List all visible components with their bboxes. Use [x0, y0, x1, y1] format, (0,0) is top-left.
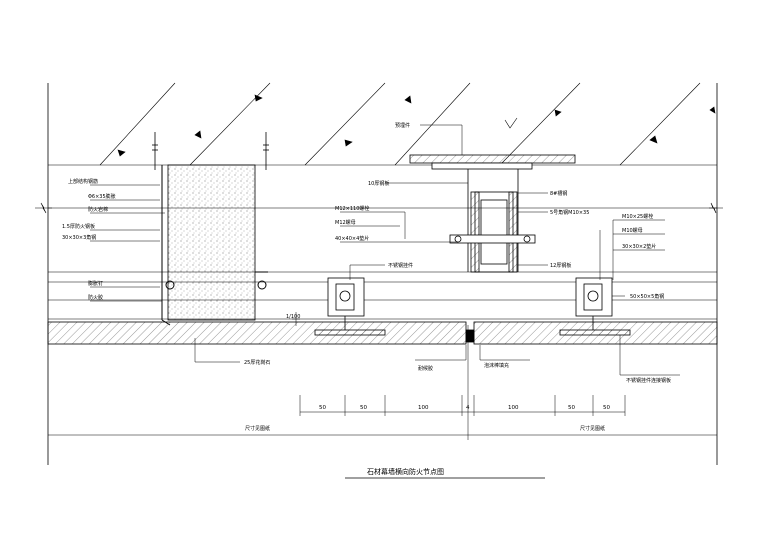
label-sealant: 耐候胶: [418, 365, 433, 372]
label-angle50: 50×50×5角钢: [630, 293, 664, 300]
leader-lines: [90, 124, 680, 376]
label-gap-size: 1/100: [286, 314, 300, 320]
label-stone: 25厚花岗石: [244, 359, 270, 366]
label-steel-10: 10厚钢板: [368, 180, 389, 187]
dim-left-2: 50: [360, 405, 367, 411]
label-m10: M10螺母: [622, 227, 643, 234]
label-nut-m12: M12螺母: [335, 219, 356, 226]
gap-dimension: [292, 312, 300, 326]
label-clip: 不锈钢挂件连接钢板: [626, 377, 671, 384]
stone-clip-right: [559, 277, 631, 336]
label-foam: 泡沫棒填充: [484, 362, 509, 369]
label-washer30: 30×30×2垫片: [622, 243, 656, 250]
label-u5: 5号角钢M10×35: [550, 209, 589, 216]
label-embed-plate: 预埋件: [395, 122, 410, 129]
dim-right-3: 50: [603, 405, 610, 411]
label-steel-u8: 8#槽钢: [550, 190, 567, 197]
stone-clip-left: [314, 277, 386, 336]
label-steel-12: 12厚钢板: [550, 262, 571, 269]
dim-left-3: 100: [418, 405, 429, 411]
label-bolt-m12x110: M12×110螺栓: [335, 205, 369, 212]
label-left-7: 防火胶: [88, 294, 103, 301]
label-left-1: 上部结构钢筋: [68, 178, 98, 185]
concrete-slab: [48, 82, 717, 166]
label-left-3: 防火岩棉: [88, 206, 108, 213]
label-left-5: 30×30×3角钢: [62, 234, 96, 241]
label-washer: 40×40×4垫片: [335, 235, 369, 242]
fire-insulation: [167, 164, 256, 321]
label-m10x25: M10×25螺栓: [622, 213, 653, 220]
dimension-chain: [48, 325, 717, 440]
dim-right-2: 50: [568, 405, 575, 411]
label-left-6: 膨胀钉: [88, 280, 103, 287]
dim-center: 4: [466, 405, 470, 411]
drawing-title: 石材幕墙横向防火节点图: [367, 467, 444, 476]
drawing-frame: [47, 83, 718, 465]
label-left-4: 1.5厚防火钢板: [62, 223, 95, 230]
floor-lines: [35, 202, 723, 320]
steel-bracket: [409, 154, 576, 273]
dim-left-1: 50: [319, 405, 326, 411]
label-stainless-bolt: 不锈钢挂件: [388, 262, 413, 269]
anchor-bolts: [152, 132, 269, 170]
dim-bottom-right: 尺寸见图纸: [580, 425, 605, 432]
dim-bottom-left: 尺寸见图纸: [245, 425, 270, 432]
label-left-2: Φ6×35膨胀: [88, 193, 116, 200]
dim-right-1: 100: [508, 405, 519, 411]
